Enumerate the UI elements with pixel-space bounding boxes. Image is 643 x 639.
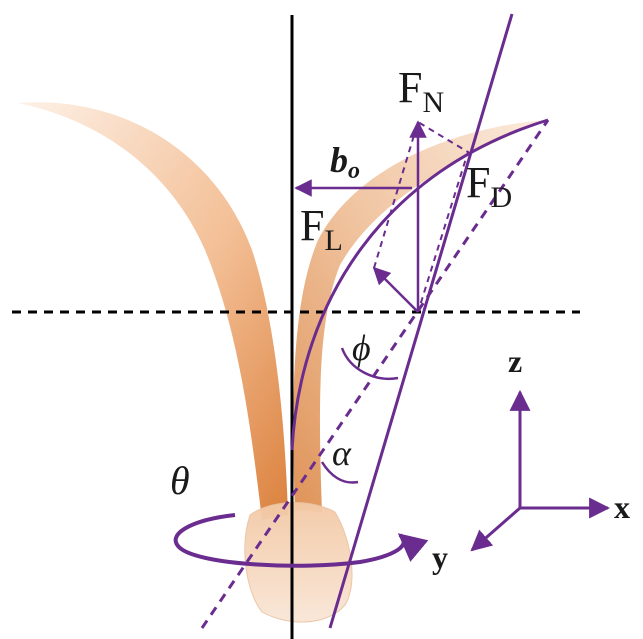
label-fn: FN	[398, 63, 444, 119]
label-fd: FD	[466, 158, 512, 214]
label-bo: bo	[330, 140, 360, 184]
left-wing-blade	[18, 102, 288, 520]
label-alpha: α	[332, 433, 352, 473]
coordinate-frame	[470, 389, 611, 552]
blade-axis-line	[328, 13, 514, 629]
alpha-angle-arc	[320, 461, 359, 484]
y-axis-arrow	[470, 506, 521, 552]
label-fl: FL	[300, 201, 343, 257]
theta-rotation-arrow	[173, 513, 429, 568]
chord-dashed-line	[200, 119, 550, 629]
purple-geometry	[173, 13, 550, 629]
wing-curve	[290, 118, 549, 451]
label-axis-z: z	[508, 343, 522, 379]
label-theta: θ	[170, 458, 190, 503]
seed-illustration	[18, 102, 548, 623]
force-fd-arrow	[372, 266, 419, 313]
phi-angle-arc	[340, 347, 399, 380]
seed-base	[244, 502, 353, 623]
label-phi: ϕ	[352, 328, 371, 368]
label-axis-x: x	[614, 489, 630, 525]
right-wing-blade	[293, 120, 548, 512]
label-axis-y: y	[432, 539, 448, 575]
force-parallelogram-dashed	[373, 120, 470, 313]
